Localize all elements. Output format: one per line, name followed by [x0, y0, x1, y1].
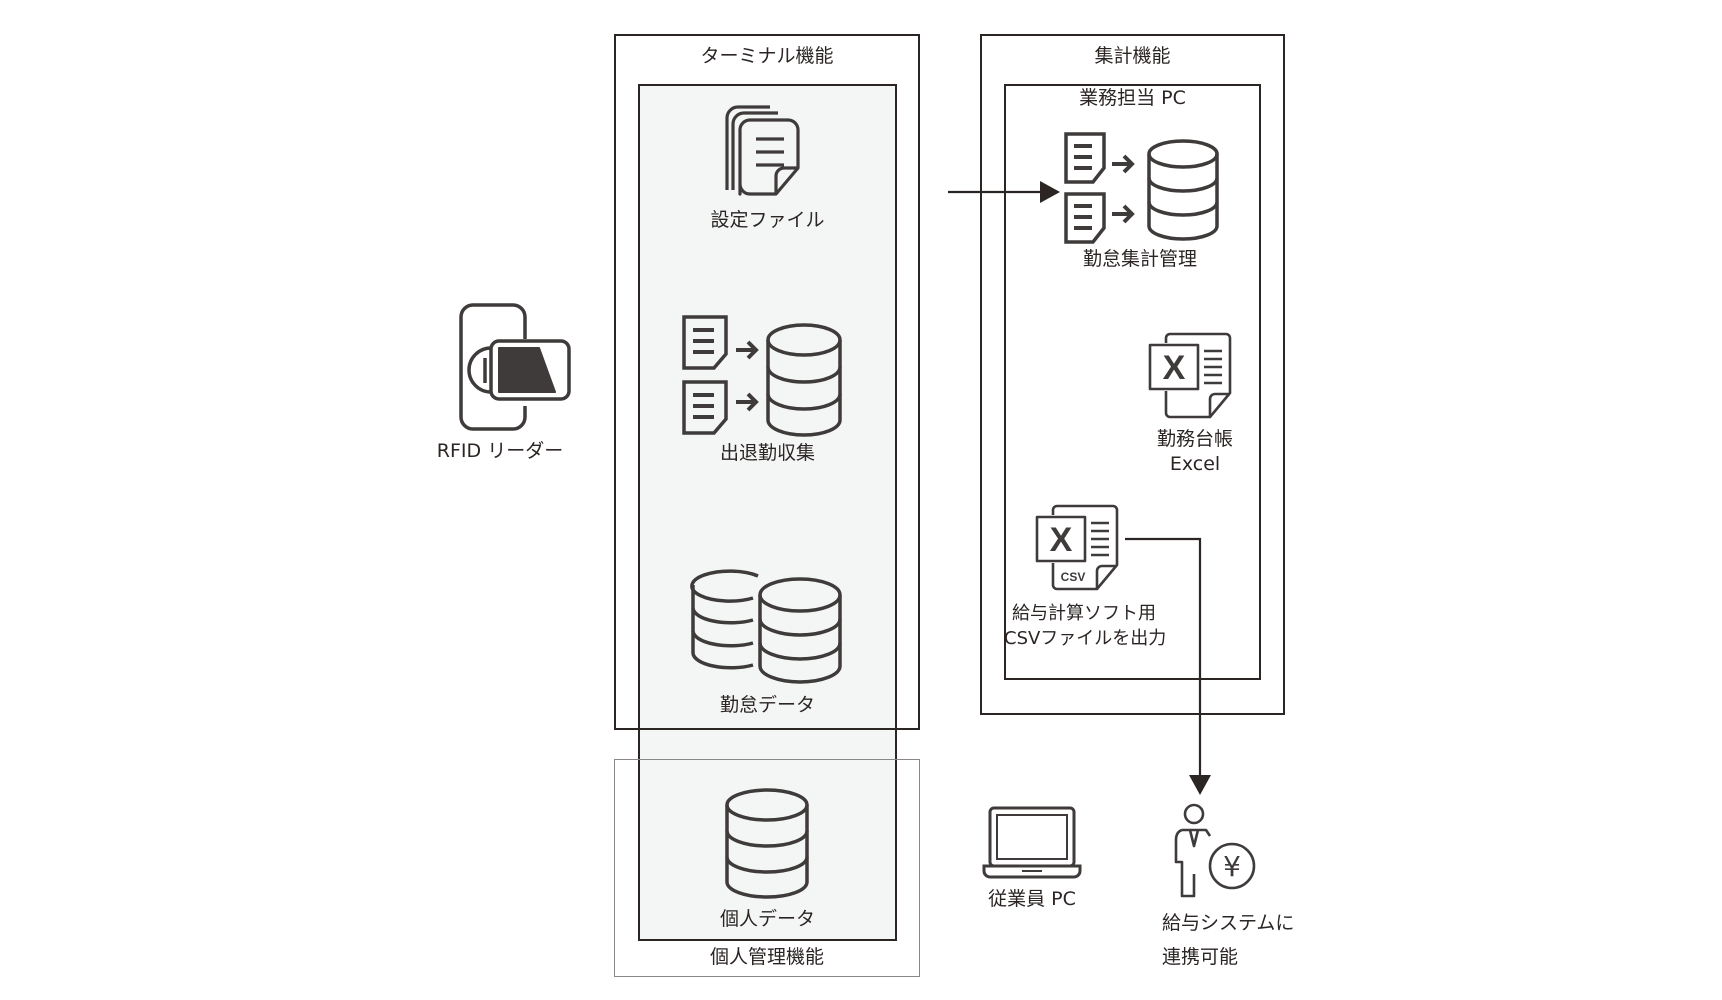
payroll-person-icon: ¥ — [1174, 803, 1256, 898]
attendance-management-icon — [1064, 132, 1219, 244]
laptop-icon — [982, 806, 1082, 879]
settings-file-label: 設定ファイル — [710, 209, 825, 231]
settings-file-icon — [725, 105, 800, 196]
rfid-reader-icon — [459, 303, 571, 431]
work-ledger-label-line2: Excel — [1169, 453, 1221, 475]
rfid-reader-label: RFID リーダー — [436, 440, 564, 462]
csv-file-icon: X CSV — [1035, 504, 1119, 591]
personal-management-title: 個人管理機能 — [709, 946, 824, 968]
excel-x-glyph: X — [1163, 349, 1186, 387]
excel-ledger-icon: X — [1148, 332, 1232, 419]
aggregation-function-title: 集計機能 — [1094, 45, 1171, 67]
yen-symbol: ¥ — [1223, 850, 1241, 883]
csv-badge-text: CSV — [1061, 570, 1086, 584]
personal-data-label: 個人データ — [719, 908, 815, 930]
csv-output-label-line2: CSVファイルを出力 — [1004, 628, 1167, 649]
personal-data-icon — [725, 788, 809, 899]
csv-x-glyph: X — [1050, 521, 1073, 559]
payroll-link-label-line2: 連携可能 — [1162, 946, 1239, 968]
attendance-management-label: 勤怠集計管理 — [1082, 248, 1197, 270]
attendance-data-icon — [690, 569, 842, 684]
terminal-function-title: ターミナル機能 — [700, 45, 834, 67]
personal-box-overlay — [614, 759, 920, 977]
terminal-inner-panel — [638, 84, 897, 941]
payroll-link-label-line1: 給与システムに — [1162, 912, 1295, 934]
attendance-collection-label: 出退勤収集 — [719, 442, 815, 464]
payroll-connector-arrow — [1125, 537, 1211, 795]
office-pc-title: 業務担当 PC — [1079, 87, 1186, 109]
aggregation-function-box — [980, 34, 1285, 715]
terminal-box-overlay — [614, 34, 920, 730]
attendance-data-label: 勤怠データ — [719, 694, 815, 716]
attendance-collection-icon — [682, 315, 842, 437]
csv-output-label-line1: 給与計算ソフト用 — [1012, 603, 1156, 624]
work-ledger-label-line1: 勤務台帳 — [1156, 428, 1233, 450]
employee-pc-label: 従業員 PC — [988, 888, 1076, 910]
data-flow-arrow — [948, 181, 1060, 203]
